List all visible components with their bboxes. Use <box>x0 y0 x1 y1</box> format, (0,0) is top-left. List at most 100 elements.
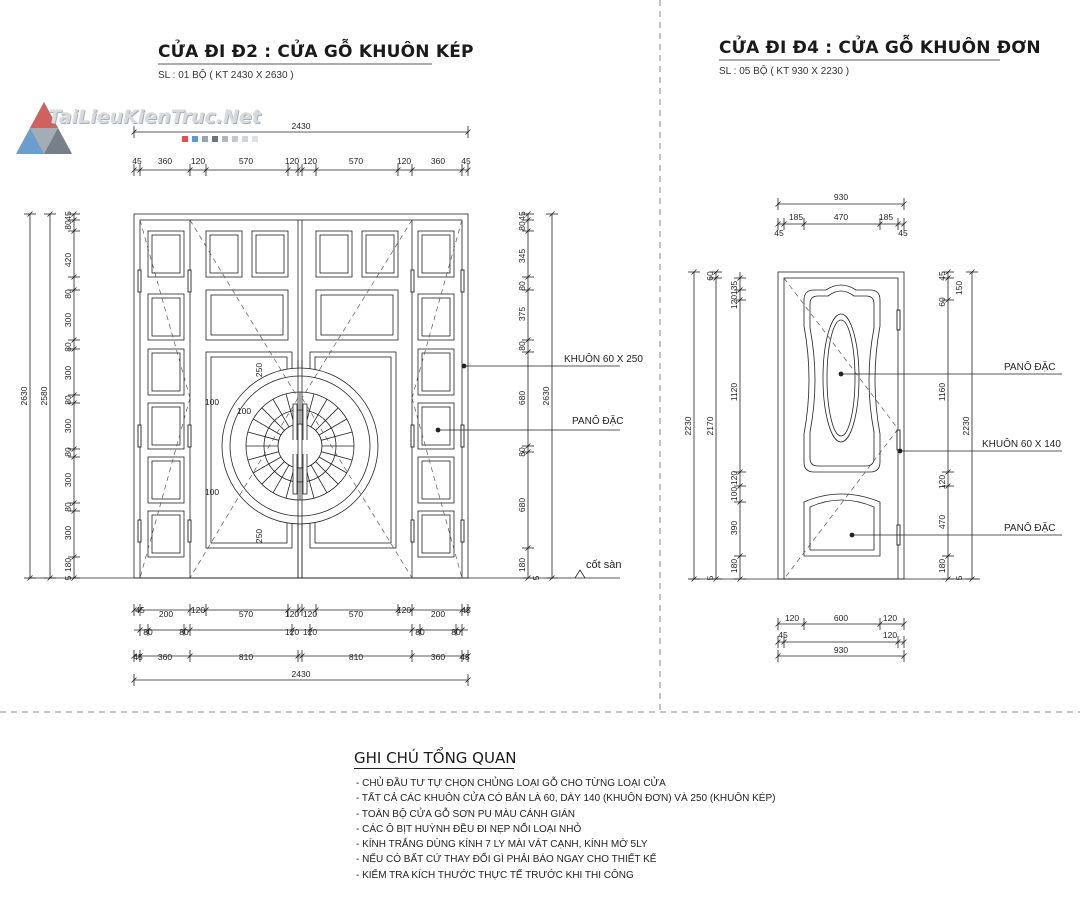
d4-label-frame: KHUÔN 60 X 140 <box>982 437 1061 450</box>
note-item: - TẤT CẢ CÁC KHUÔN CỬA CÓ BẢN LÀ 60, DÀY… <box>356 793 776 805</box>
d2-right-dim: 680 <box>517 498 527 512</box>
d2-bottom-dim: 120 <box>285 627 299 637</box>
d4-left-dim: 100 <box>729 487 739 501</box>
d4-right-outer: 2230 <box>961 416 971 435</box>
d2-bottom-dim: 120 <box>397 605 411 615</box>
d2-label-frame: KHUÔN 60 X 250 <box>564 352 643 365</box>
door-d4-drawing <box>690 203 1062 657</box>
d4-left-dim: 5 <box>705 575 715 580</box>
d2-right-dim: 80 <box>517 281 527 291</box>
d2-bottom-dim: 810 <box>349 652 363 662</box>
d4-top-dim: 185 <box>879 212 893 222</box>
d2-bottom-dim: 80 <box>143 627 153 637</box>
d2-left-dim: 80 <box>63 447 73 457</box>
d2-left-mid: 2580 <box>39 386 49 405</box>
d2-bottom-dim: 45 <box>135 605 145 615</box>
d2-right-dim: 345 <box>517 249 527 263</box>
d2-left-dim: 5 <box>63 575 73 580</box>
d2-bottom-dim: 80 <box>451 627 461 637</box>
d4-right-dim: 60 <box>937 297 947 307</box>
d4-top-total: 930 <box>834 192 848 202</box>
d2-top-dim: 120 <box>191 156 205 166</box>
d2-left-dim: 80 <box>63 289 73 299</box>
d4-bottom-dim: 45 <box>778 630 788 640</box>
d2-left-dim: 45 <box>63 211 73 221</box>
watermark-text: TaiLieuKienTruc.Net <box>48 106 261 128</box>
d2-left-outer: 2630 <box>19 386 29 405</box>
d2-bottom-dim: 200 <box>431 609 445 619</box>
d2-left-dim: 300 <box>63 313 73 327</box>
d4-left-dim: 1120 <box>729 383 739 402</box>
d2-right-dim: 80 <box>517 447 527 457</box>
d4-top-dim: 45 <box>898 228 908 238</box>
d2-left-dim: 80 <box>63 395 73 405</box>
d4-left-dim: 120 <box>729 471 739 485</box>
d4-label-panel-bottom: PANÔ ĐẶC <box>1004 521 1056 534</box>
notes-list: - CHỦ ĐẦU TƯ TỰ CHỌN CHỦNG LOẠI GỖ CHO T… <box>356 776 775 883</box>
d2-right-dim: 180 <box>517 558 527 572</box>
d2-top-dim: 360 <box>158 156 172 166</box>
d2-bottom-dim: 45 <box>461 605 471 615</box>
d4-title: CỬA ĐI Đ4 : CỬA GỖ KHUÔN ĐƠN <box>719 38 1041 58</box>
d2-bottom-dim: 570 <box>349 609 363 619</box>
d4-right-dim: 470 <box>937 515 947 529</box>
d4-right-dim: 45 <box>937 271 947 281</box>
d4-right-dim: 150 <box>954 281 964 295</box>
d2-dimension-labels: 2430 45 360 120 570 120 120 570 120 360 … <box>19 121 643 679</box>
d4-right-dim: 1160 <box>937 383 947 402</box>
d2-top-dim: 120 <box>303 156 317 166</box>
d2-left-dim: 300 <box>63 473 73 487</box>
d4-subtitle: SL : 05 BỘ ( KT 930 X 2230 ) <box>719 66 850 77</box>
note-item: - NẾU CÓ BẤT CỨ THAY ĐỔI GÌ PHẢI BÁO NGA… <box>356 854 657 866</box>
door-d2-drawing <box>28 131 620 681</box>
d2-bottom-dim: 120 <box>303 627 317 637</box>
d2-top-dim: 120 <box>285 156 299 166</box>
d2-bottom-dim: 810 <box>239 652 253 662</box>
d2-left-dim: 180 <box>63 558 73 572</box>
d4-right-dim: 5 <box>954 575 964 580</box>
note-item: - TOÀN BỘ CỬA GỖ SƠN PU MÀU CÁNH GIÁN <box>356 808 575 820</box>
d4-left-dim: 180 <box>729 559 739 573</box>
d2-bottom-dim: 120 <box>191 605 205 615</box>
d2-bottom-dim: 570 <box>239 609 253 619</box>
d2-right-outer: 2630 <box>541 386 551 405</box>
d4-bottom-dim: 120 <box>883 613 897 623</box>
d2-right-dim: 45 <box>517 211 527 221</box>
d4-dimension-labels: 930 45 185 470 185 45 2230 2170 60 120 1… <box>683 192 1061 655</box>
d2-bottom-dim: 80 <box>179 627 189 637</box>
d4-right-dim: 180 <box>937 559 947 573</box>
watermark-logo-icon <box>16 102 72 154</box>
d2-inner-dim: 250 <box>254 529 264 543</box>
d2-top-dim: 570 <box>349 156 363 166</box>
note-item: - KIỂM TRA KÍCH THƯỚC THỰC TẾ TRƯỚC KHI … <box>356 869 634 881</box>
d2-left-dim: 80 <box>63 342 73 352</box>
d4-right-dim: 120 <box>937 475 947 489</box>
d4-top-dim: 185 <box>789 212 803 222</box>
d2-left-dim: 300 <box>63 366 73 380</box>
d2-inner-dim: 100 <box>237 406 251 416</box>
d2-inner-dim: 100 <box>205 487 219 497</box>
d2-label-panel: PANÔ ĐẶC <box>572 414 624 427</box>
d4-label-panel-top: PANÔ ĐẶC <box>1004 360 1056 373</box>
d2-bottom-dim: 120 <box>303 609 317 619</box>
d2-left-dim: 420 <box>63 253 73 267</box>
note-item: - CHỦ ĐẦU TƯ TỰ CHỌN CHỦNG LOẠI GỖ CHO T… <box>356 778 666 789</box>
d2-inner-dim: 100 <box>205 397 219 407</box>
d2-top-dim: 120 <box>397 156 411 166</box>
d2-top-dim: 360 <box>431 156 445 166</box>
d2-top-dim: 45 <box>132 156 142 166</box>
d2-left-dim: 80 <box>63 220 73 230</box>
d2-label-floor: cốt sàn <box>586 559 621 571</box>
d4-bottom-dim: 120 <box>883 630 897 640</box>
d2-bottom-dim: 45 <box>133 652 143 662</box>
note-item: - CÁC Ô BỊT HUỲNH ĐỀU ĐI NẸP NỔI LOẠI NH… <box>356 823 582 835</box>
d4-bottom-dim: 600 <box>834 613 848 623</box>
d4-left-dim: 135 <box>729 281 739 295</box>
d4-left-dim: 60 <box>705 271 715 281</box>
d2-right-dim: 80 <box>517 221 527 231</box>
d2-left-dim: 300 <box>63 526 73 540</box>
d2-bottom-dim: 120 <box>285 609 299 619</box>
d2-bottom-dim: 360 <box>158 652 172 662</box>
d2-right-dim: 375 <box>517 307 527 321</box>
